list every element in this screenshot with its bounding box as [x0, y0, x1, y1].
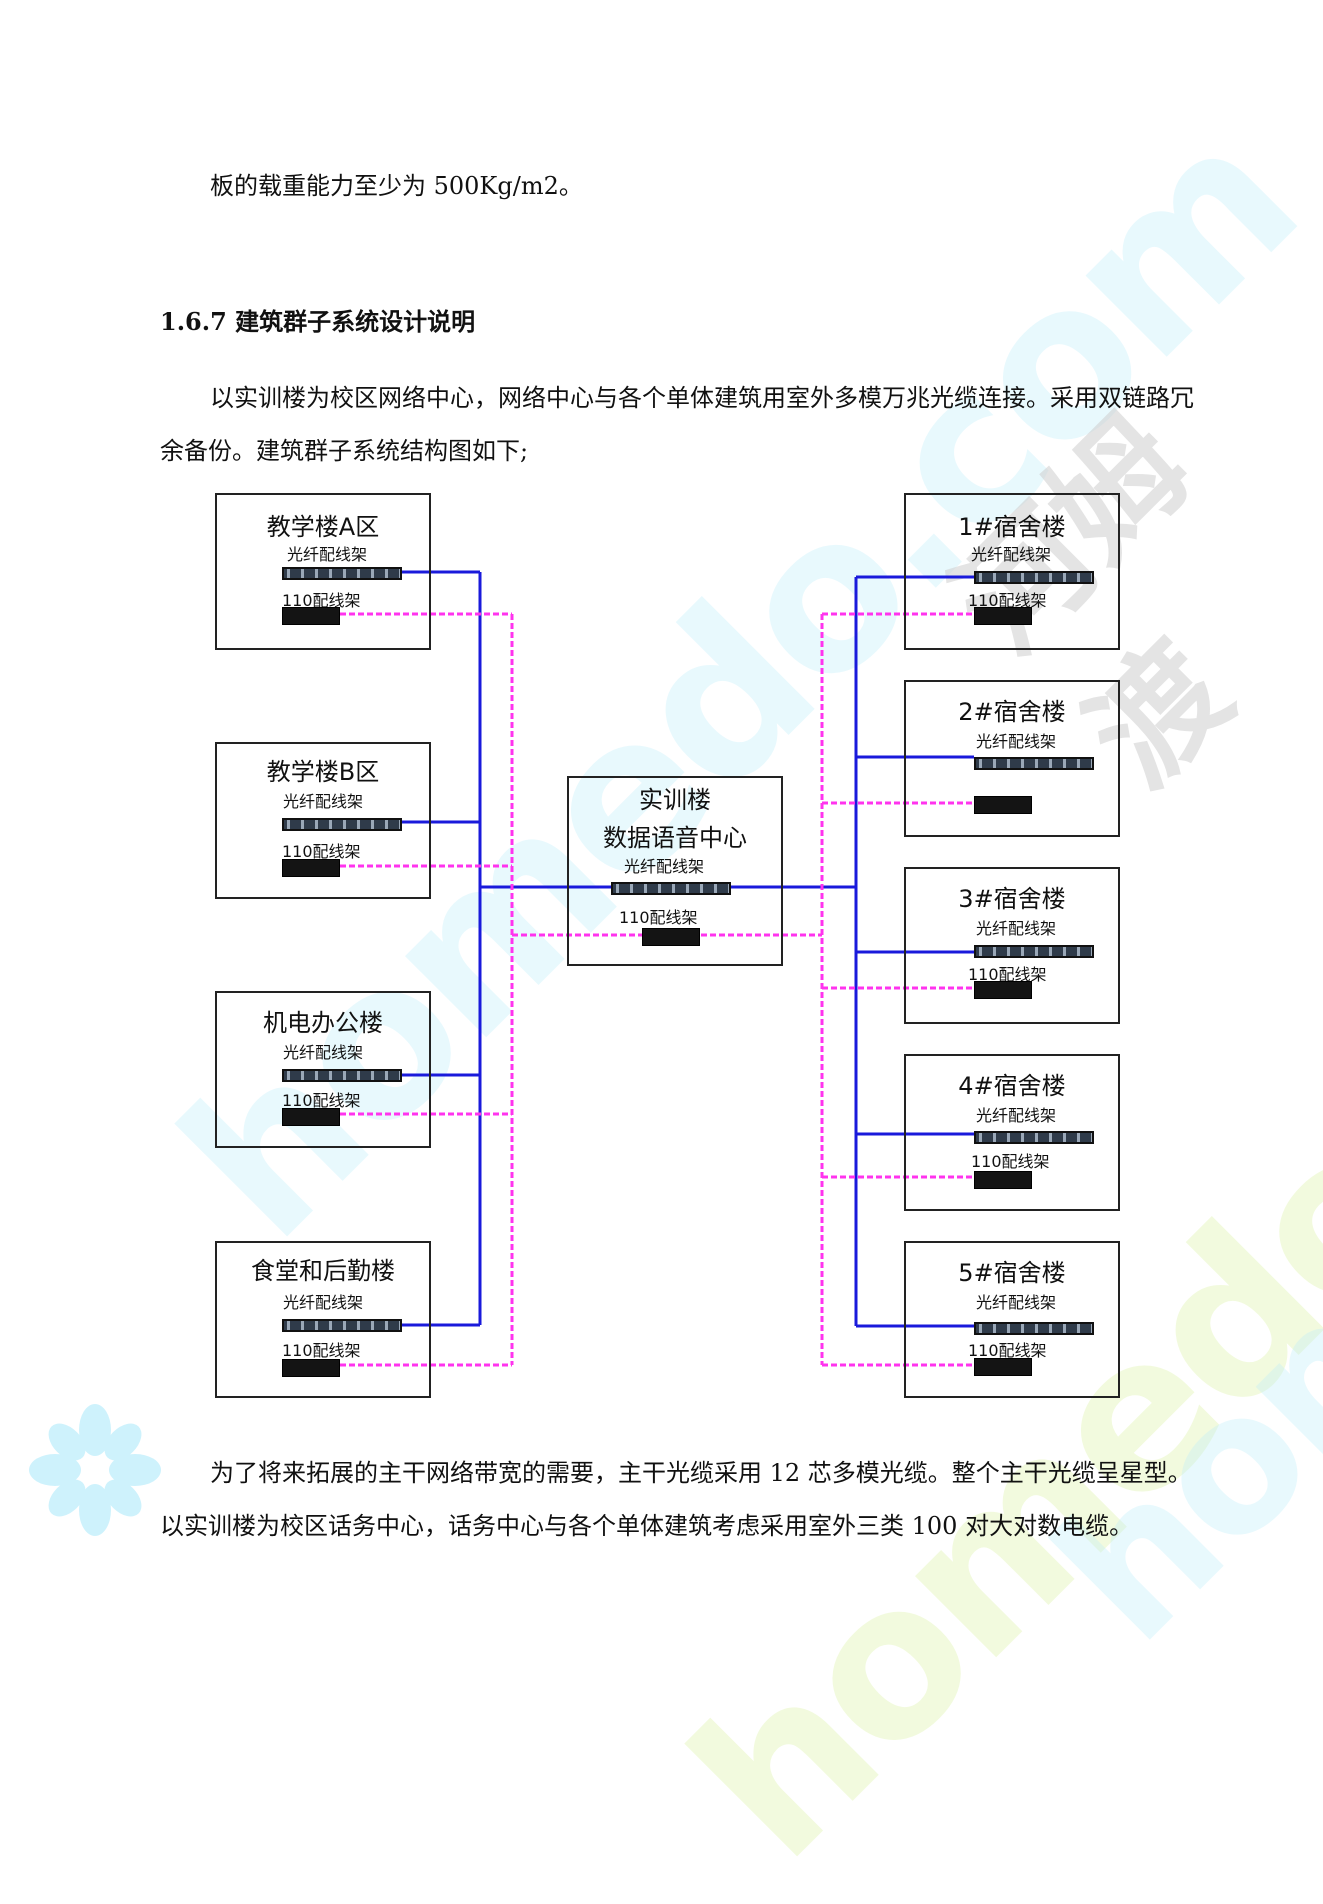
fiber-patch-panel-icon	[282, 1069, 402, 1082]
paragraph-backbone-cable: 为了将来拓展的主干网络带宽的需要，主干光缆采用 12 芯多模光缆。整个主干光缆呈…	[160, 1459, 1192, 1540]
center-name-line1: 实训楼	[639, 786, 711, 814]
building-box-right-3: 3#宿舍楼 光纤配线架 110配线架	[904, 867, 1120, 1024]
building-box-right-1: 1#宿舍楼 光纤配线架 110配线架	[904, 493, 1120, 650]
paragraph-network-center: 以实训楼为校区网络中心，网络中心与各个单体建筑用室外多模万兆光缆连接。采用双链路…	[160, 384, 1194, 465]
110-patch-panel-icon	[974, 607, 1032, 625]
110-patch-panel-icon	[974, 1171, 1032, 1189]
110-patch-panel-icon	[974, 1358, 1032, 1376]
building-name: 教学楼B区	[266, 758, 380, 786]
section-heading: 1.6.7 建筑群子系统设计说明	[160, 307, 476, 336]
110-patch-panel-icon	[282, 607, 340, 625]
building-name: 机电办公楼	[263, 1009, 383, 1037]
patch-frame-label: 110配线架	[968, 591, 1047, 610]
fiber-frame-label: 光纤配线架	[976, 1293, 1057, 1312]
fiber-patch-panel-icon	[611, 882, 731, 895]
center-name-line2: 数据语音中心	[603, 824, 747, 852]
building-box-right-2: 2#宿舍楼 光纤配线架	[904, 680, 1120, 837]
110-patch-panel-icon	[282, 1108, 340, 1126]
patch-frame-label: 110配线架	[282, 1091, 361, 1110]
building-box-left-2: 教学楼B区 光纤配线架 110配线架	[215, 742, 431, 899]
patch-frame-label: 110配线架	[282, 842, 361, 861]
fiber-frame-label: 光纤配线架	[283, 1043, 364, 1062]
fiber-frame-label: 光纤配线架	[976, 919, 1057, 938]
building-box-right-4: 4#宿舍楼 光纤配线架 110配线架	[904, 1054, 1120, 1211]
patch-frame-label: 110配线架	[282, 1341, 361, 1360]
fiber-patch-panel-icon	[282, 567, 402, 580]
fiber-patch-panel-icon	[974, 945, 1094, 958]
fiber-frame-label: 光纤配线架	[976, 1106, 1057, 1125]
patch-frame-label: 110配线架	[968, 1341, 1047, 1360]
building-name: 5#宿舍楼	[958, 1259, 1066, 1287]
patch-frame-label: 110配线架	[619, 908, 698, 927]
110-patch-panel-icon	[642, 928, 700, 946]
fiber-patch-panel-icon	[974, 571, 1094, 584]
110-patch-panel-icon	[282, 1359, 340, 1377]
building-box-left-4: 食堂和后勤楼 光纤配线架 110配线架	[215, 1241, 431, 1398]
110-patch-panel-icon	[282, 859, 340, 877]
building-box-left-3: 机电办公楼 光纤配线架 110配线架	[215, 991, 431, 1148]
paragraph-load-capacity: 板的载重能力至少为 500Kg/m2。	[210, 172, 583, 200]
fiber-frame-label: 光纤配线架	[971, 545, 1052, 564]
110-patch-panel-icon	[974, 796, 1032, 814]
patch-frame-label: 110配线架	[282, 591, 361, 610]
fiber-frame-label: 光纤配线架	[283, 792, 364, 811]
building-name: 2#宿舍楼	[958, 698, 1066, 726]
building-name: 食堂和后勤楼	[251, 1257, 395, 1285]
patch-frame-label: 110配线架	[968, 965, 1047, 984]
patch-frame-label: 110配线架	[971, 1152, 1050, 1171]
110-patch-panel-icon	[974, 981, 1032, 999]
fiber-frame-label: 光纤配线架	[624, 857, 705, 876]
building-name: 4#宿舍楼	[958, 1072, 1066, 1100]
fiber-patch-panel-icon	[282, 818, 402, 831]
fiber-frame-label: 光纤配线架	[287, 545, 368, 564]
fiber-patch-panel-icon	[282, 1319, 402, 1332]
building-box-right-5: 5#宿舍楼 光纤配线架 110配线架	[904, 1241, 1120, 1398]
watermark-flower-icon	[29, 1404, 161, 1536]
fiber-frame-label: 光纤配线架	[976, 732, 1057, 751]
fiber-patch-panel-icon	[974, 1322, 1094, 1335]
building-box-left-1: 教学楼A区 光纤配线架 110配线架	[215, 493, 431, 650]
fiber-patch-panel-icon	[974, 757, 1094, 770]
center-box: 实训楼 数据语音中心 光纤配线架 110配线架	[567, 776, 783, 966]
building-name: 1#宿舍楼	[958, 513, 1066, 541]
fiber-frame-label: 光纤配线架	[283, 1293, 364, 1312]
building-name: 教学楼A区	[266, 513, 380, 541]
right-copper-lines	[820, 612, 975, 1367]
building-name: 3#宿舍楼	[958, 885, 1066, 913]
fiber-patch-panel-icon	[974, 1131, 1094, 1144]
right-fiber-lines	[728, 575, 974, 1328]
